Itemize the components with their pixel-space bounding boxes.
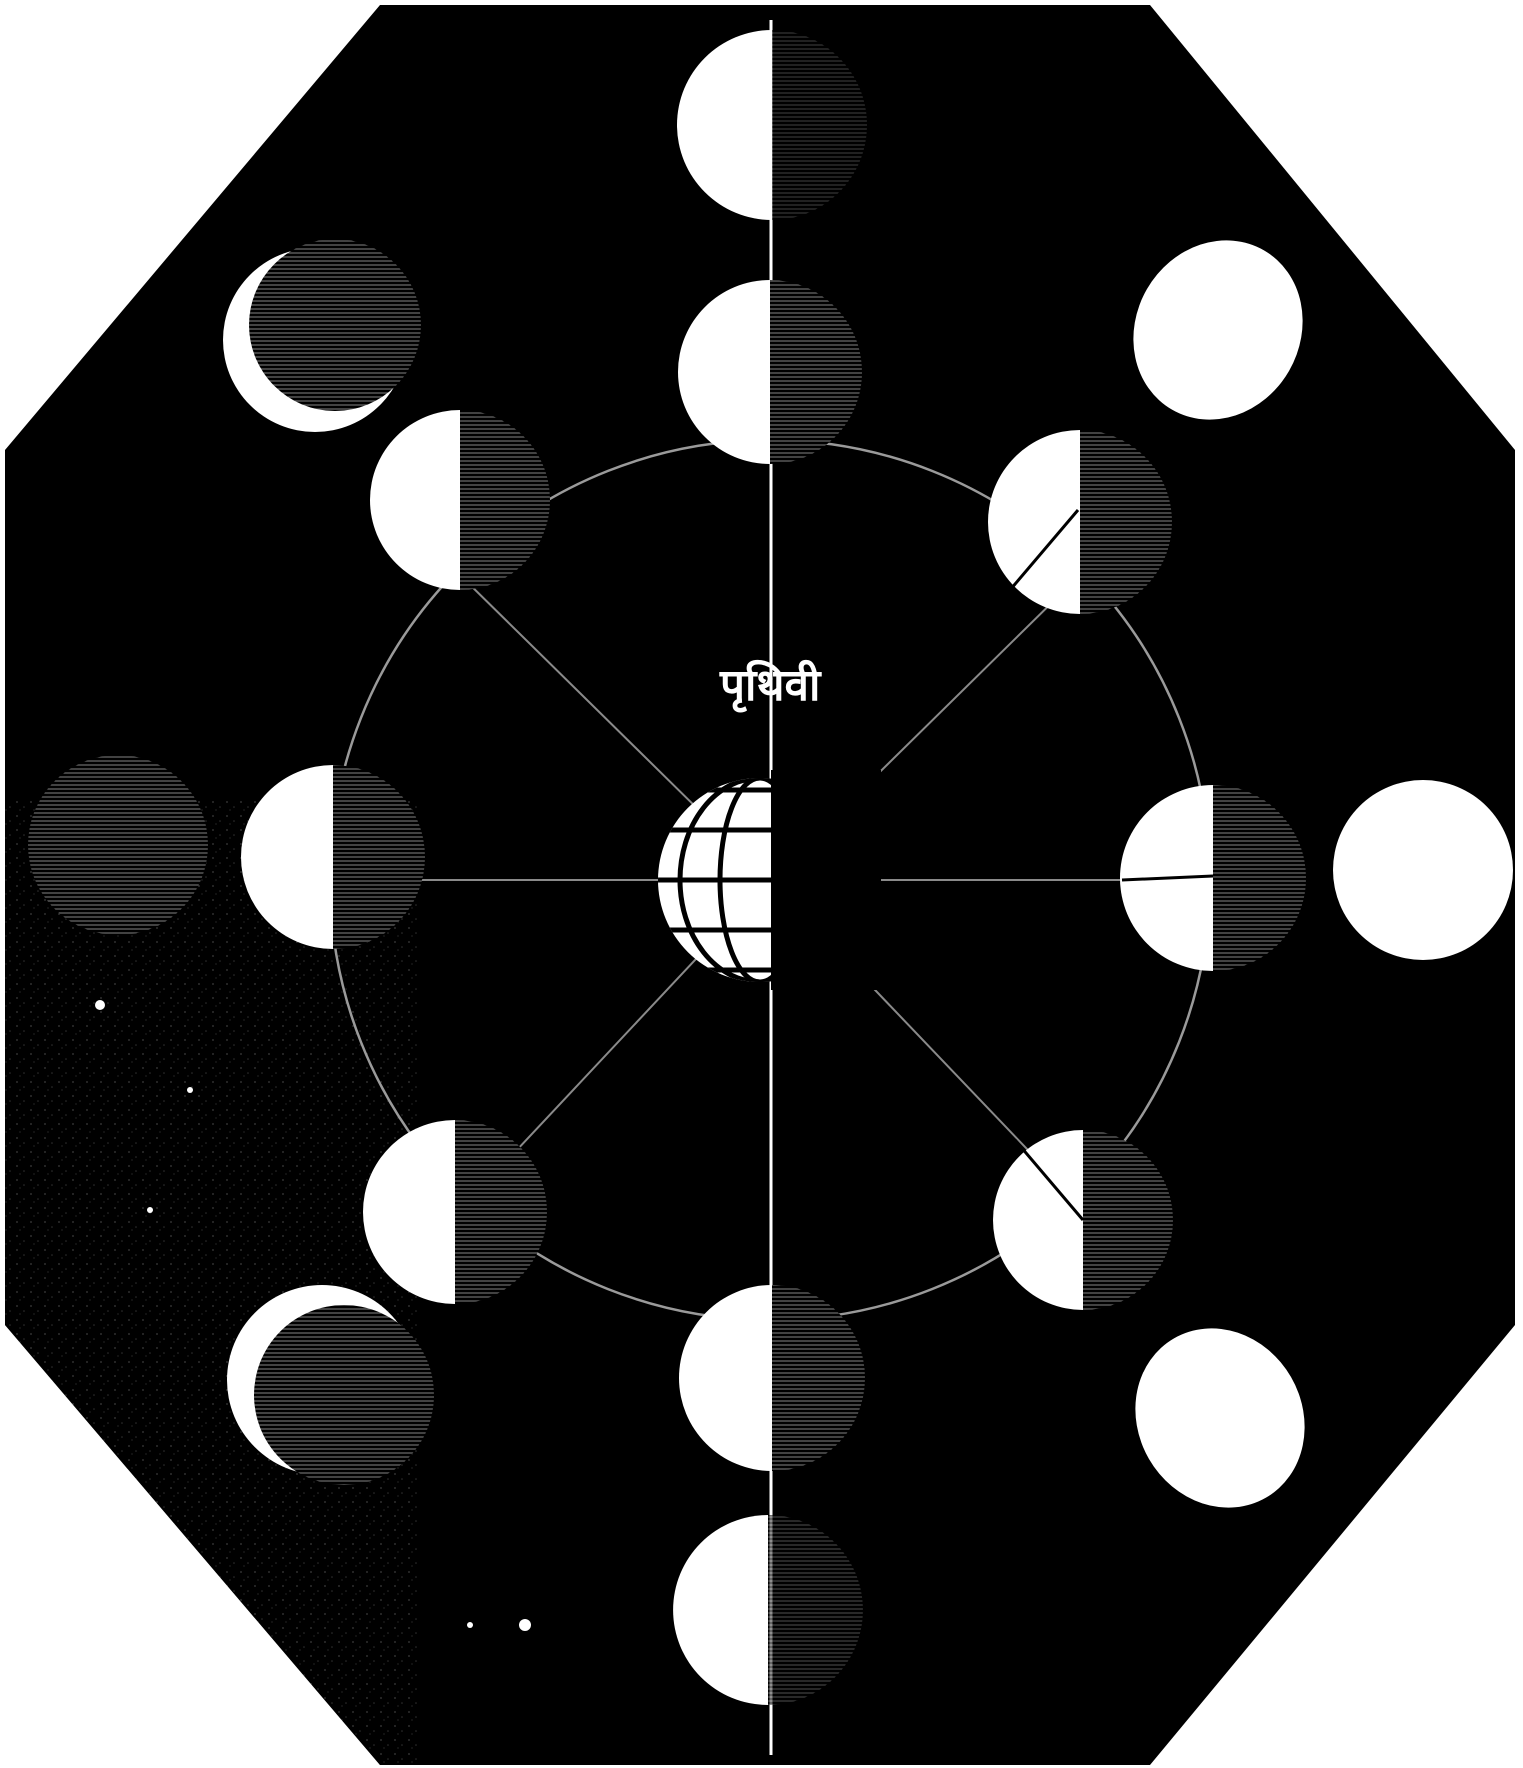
outer-moon-top: [677, 30, 867, 220]
inner-moon-upper-left: [370, 410, 550, 590]
earth-label: पृथिवी: [719, 659, 822, 713]
inner-moon-upper-right: [988, 430, 1172, 614]
inner-moon-top: [678, 280, 862, 464]
inner-moon-lower-right: [993, 1130, 1173, 1310]
inner-moon-left: [241, 765, 425, 949]
inner-moon-right: [1120, 785, 1306, 971]
outer-moon-right-full: [1333, 780, 1513, 960]
outer-moon-bottom: [673, 1515, 863, 1705]
inner-moon-bottom: [679, 1285, 865, 1471]
outer-moon-left-new: [28, 755, 208, 935]
inner-moon-lower-left: [363, 1120, 547, 1304]
